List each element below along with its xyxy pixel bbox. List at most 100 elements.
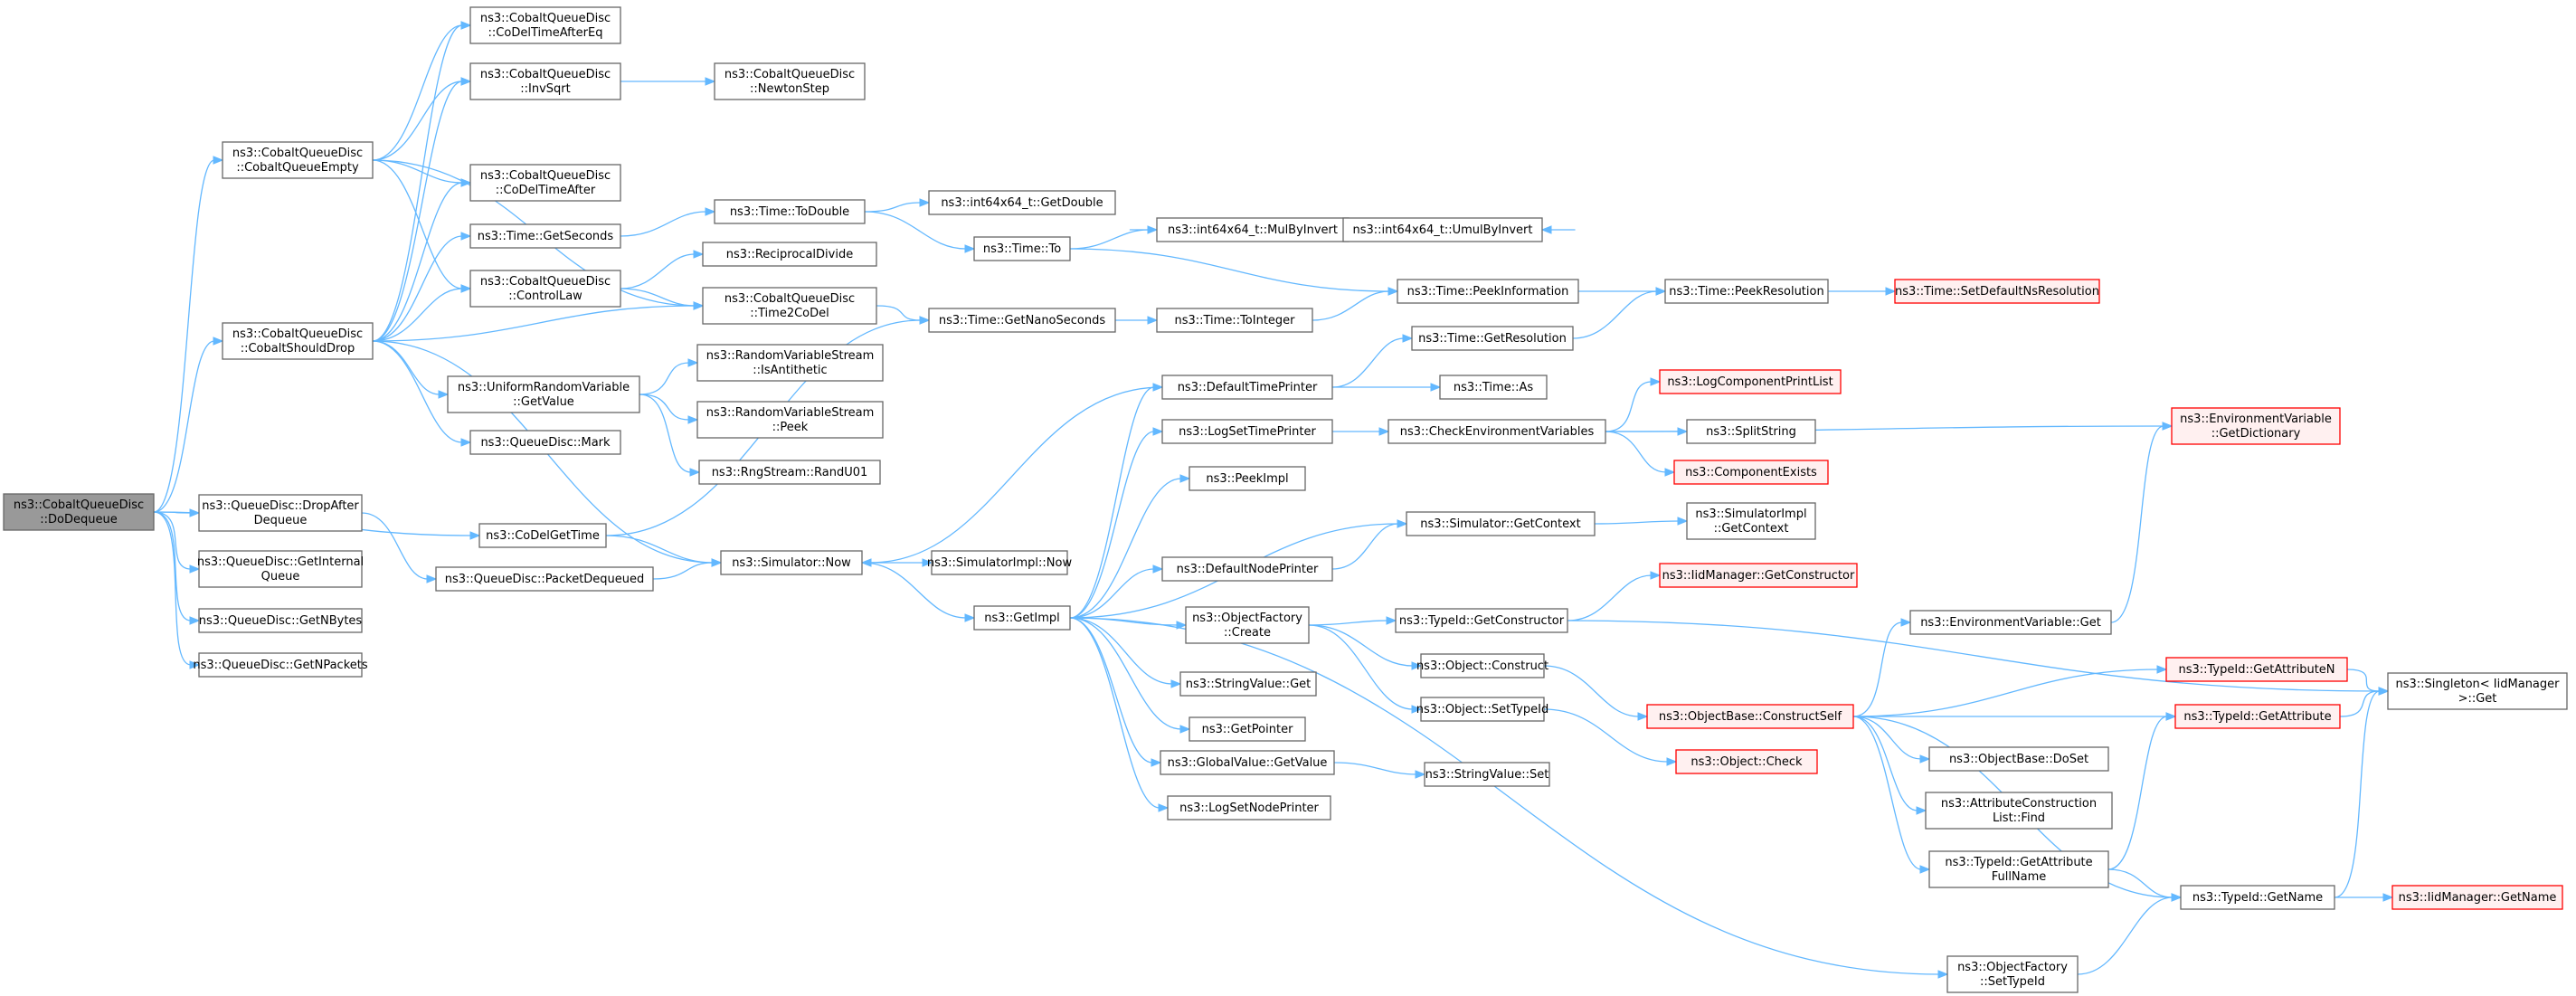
node-box[interactable] xyxy=(1894,279,2100,304)
graph-node[interactable]: ns3::Time::ToDouble xyxy=(714,199,866,224)
node-box[interactable] xyxy=(1420,653,1545,678)
node-box[interactable] xyxy=(1659,369,1842,394)
node-box[interactable] xyxy=(1424,762,1550,787)
node-box[interactable] xyxy=(198,550,363,588)
graph-node[interactable]: ns3::LogSetNodePrinter xyxy=(1167,795,1331,821)
node-box[interactable] xyxy=(2171,407,2341,445)
graph-node[interactable]: ns3::Simulator::GetContext xyxy=(1406,511,1596,536)
node-box[interactable] xyxy=(469,62,621,100)
node-box[interactable] xyxy=(1161,375,1333,400)
graph-node[interactable]: ns3::int64x64_t::GetDouble xyxy=(928,190,1116,215)
node-box[interactable] xyxy=(2391,885,2563,910)
graph-node[interactable]: ns3::QueueDisc::Mark xyxy=(469,430,621,455)
graph-node[interactable]: ns3::StringValue::Get xyxy=(1179,671,1317,697)
graph-node[interactable]: ns3::DefaultTimePrinter xyxy=(1161,375,1333,400)
graph-node[interactable]: ns3::int64x64_t::MulByInvert xyxy=(1156,217,1350,242)
node-box[interactable] xyxy=(702,242,877,267)
graph-node[interactable]: ns3::CobaltQueueDisc::NewtonStep xyxy=(714,62,866,100)
graph-node[interactable]: ns3::SplitString xyxy=(1686,419,1816,444)
graph-node[interactable]: ns3::GlobalValue::GetValue xyxy=(1160,750,1335,775)
node-box[interactable] xyxy=(698,460,881,485)
graph-node[interactable]: ns3::Object::Check xyxy=(1675,749,1818,774)
graph-node[interactable]: ns3::Time::PeekInformation xyxy=(1397,279,1579,304)
node-box[interactable] xyxy=(1909,610,2112,635)
graph-node[interactable]: ns3::CoDelGetTime xyxy=(478,523,607,548)
node-box[interactable] xyxy=(198,494,363,532)
node-box[interactable] xyxy=(1946,955,2079,993)
graph-node[interactable]: ns3::Time::GetResolution xyxy=(1411,326,1574,351)
node-box[interactable] xyxy=(1664,279,1829,304)
graph-node[interactable]: ns3::Time::SetDefaultNsResolution xyxy=(1894,279,2100,304)
node-box[interactable] xyxy=(2387,672,2568,710)
node-box[interactable] xyxy=(714,62,866,100)
node-box[interactable] xyxy=(435,566,654,592)
graph-node[interactable]: ns3::Time::As xyxy=(1439,375,1548,400)
node-box[interactable] xyxy=(931,550,1068,575)
node-box[interactable] xyxy=(696,401,884,439)
node-box[interactable] xyxy=(1189,716,1306,742)
graph-node[interactable]: ns3::RandomVariableStream::IsAntithetic xyxy=(696,344,884,382)
graph-node[interactable]: ns3::Time::To xyxy=(973,236,1071,261)
node-box[interactable] xyxy=(1185,606,1310,644)
graph-node[interactable]: ns3::CobaltQueueDisc::Time2CoDel xyxy=(702,287,877,325)
graph-node[interactable]: ns3::CobaltQueueDisc::CobaltQueueEmpty xyxy=(222,141,374,179)
node-box[interactable] xyxy=(198,608,363,633)
graph-node[interactable]: ns3::Object::SetTypeId xyxy=(1416,697,1548,722)
graph-node[interactable]: ns3::UniformRandomVariable::GetValue xyxy=(447,375,640,413)
graph-node[interactable]: ns3::Simulator::Now xyxy=(720,550,863,575)
graph-node[interactable]: ns3::Singleton< IidManager>::Get xyxy=(2387,672,2568,710)
graph-node[interactable]: ns3::QueueDisc::GetNBytes xyxy=(198,608,363,633)
node-box[interactable] xyxy=(1420,697,1545,722)
graph-node[interactable]: ns3::CobaltQueueDisc::ControlLaw xyxy=(469,270,621,308)
graph-node[interactable]: ns3::LogSetTimePrinter xyxy=(1161,419,1333,444)
graph-node[interactable]: ns3::EnvironmentVariable::GetDictionary xyxy=(2171,407,2341,445)
graph-node[interactable]: ns3::Time::GetSeconds xyxy=(469,223,621,249)
graph-node[interactable]: ns3::EnvironmentVariable::Get xyxy=(1909,610,2112,635)
graph-node[interactable]: ns3::Time::ToInteger xyxy=(1156,308,1313,333)
node-box[interactable] xyxy=(1397,279,1579,304)
node-box[interactable] xyxy=(469,430,621,455)
graph-node[interactable]: ns3::IidManager::GetConstructor xyxy=(1659,563,1858,588)
graph-node[interactable]: ns3::SimulatorImpl::GetContext xyxy=(1686,502,1816,540)
graph-node[interactable]: ns3::PeekImpl xyxy=(1189,466,1306,491)
node-box[interactable] xyxy=(3,493,155,531)
node-box[interactable] xyxy=(1161,556,1333,582)
node-box[interactable] xyxy=(702,287,877,325)
node-box[interactable] xyxy=(1189,466,1306,491)
graph-node[interactable]: ns3::ObjectFactory::Create xyxy=(1185,606,1310,644)
node-box[interactable] xyxy=(2180,885,2335,910)
node-box[interactable] xyxy=(973,236,1071,261)
node-box[interactable] xyxy=(1156,308,1313,333)
graph-node[interactable]: ns3::CobaltQueueDisc::CoDelTimeAfterEq xyxy=(469,6,621,44)
node-box[interactable] xyxy=(469,6,621,44)
graph-node[interactable]: ns3::LogComponentPrintList xyxy=(1659,369,1842,394)
node-box[interactable] xyxy=(928,190,1116,215)
graph-node[interactable]: ns3::Object::Construct xyxy=(1416,653,1548,678)
node-box[interactable] xyxy=(469,223,621,249)
graph-node[interactable]: ns3::CobaltQueueDisc::DoDequeue xyxy=(3,493,155,531)
graph-node[interactable]: ns3::ObjectFactory::SetTypeId xyxy=(1946,955,2079,993)
graph-node[interactable]: ns3::Time::PeekResolution xyxy=(1664,279,1829,304)
node-box[interactable] xyxy=(696,344,884,382)
node-box[interactable] xyxy=(1928,850,2109,888)
graph-node[interactable]: ns3::int64x64_t::UmulByInvert xyxy=(1342,217,1543,242)
graph-node[interactable]: ns3::GetImpl xyxy=(973,605,1071,631)
node-box[interactable] xyxy=(973,605,1071,631)
node-box[interactable] xyxy=(1342,217,1543,242)
graph-node[interactable]: ns3::DefaultNodePrinter xyxy=(1161,556,1333,582)
node-box[interactable] xyxy=(1387,419,1606,444)
node-box[interactable] xyxy=(447,375,640,413)
graph-node[interactable]: ns3::QueueDisc::GetNPackets xyxy=(193,652,368,678)
node-box[interactable] xyxy=(1179,671,1317,697)
node-box[interactable] xyxy=(2165,657,2348,682)
node-box[interactable] xyxy=(1395,608,1568,633)
node-box[interactable] xyxy=(198,652,363,678)
node-box[interactable] xyxy=(222,141,374,179)
graph-node[interactable]: ns3::CheckEnvironmentVariables xyxy=(1387,419,1606,444)
node-box[interactable] xyxy=(720,550,863,575)
graph-node[interactable]: ns3::TypeId::GetConstructor xyxy=(1395,608,1568,633)
graph-node[interactable]: ns3::ReciprocalDivide xyxy=(702,242,877,267)
graph-node[interactable]: ns3::IidManager::GetName xyxy=(2391,885,2563,910)
